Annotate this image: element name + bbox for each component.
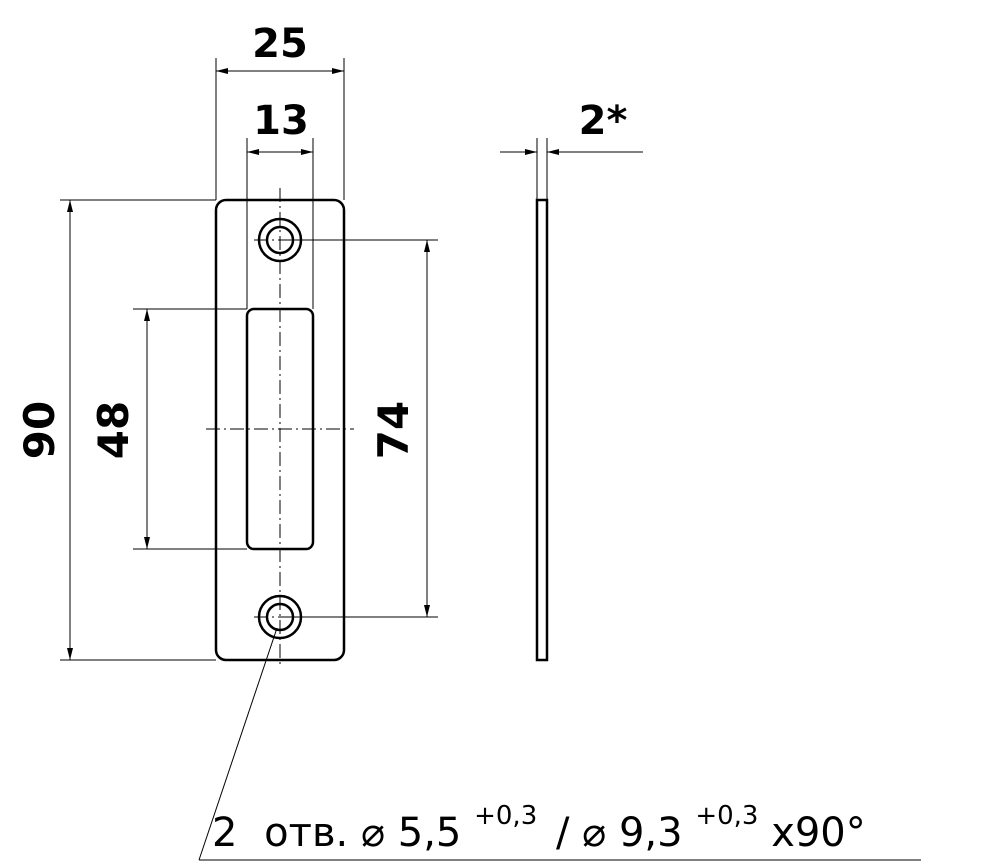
dim-total-height-label: 90 [15, 401, 64, 459]
front-view [206, 188, 354, 668]
dim-slot-width: 13 [246, 98, 314, 309]
note-dia1: 5,5 [398, 810, 462, 856]
hole-note: 2 отв. ⌀ 5,5 +0,3 / ⌀ 9,3 +0,3 x90° [212, 788, 866, 856]
note-tol1: +0,3 [474, 801, 537, 831]
side-view [535, 198, 549, 662]
dim-total-height: 90 [15, 199, 216, 661]
diameter-symbol-1: ⌀ [361, 810, 385, 856]
dim-thickness-label: 2* [579, 98, 628, 144]
diameter-symbol-2: ⌀ [582, 810, 606, 856]
dim-hole-spacing: 74 [280, 239, 438, 618]
dim-slot-width-label: 13 [253, 98, 309, 144]
note-count: 2 [212, 810, 237, 856]
side-plate-outline [535, 198, 549, 662]
note-tol2: +0,3 [695, 801, 758, 831]
note-dia2: 9,3 [619, 810, 683, 856]
note-angle: x90° [771, 810, 866, 856]
note-abbrev: отв. [264, 810, 348, 856]
note-separator: / [556, 810, 570, 856]
hole-callout: 2 отв. ⌀ 5,5 +0,3 / ⌀ 9,3 +0,3 x90° [198, 627, 921, 861]
dim-slot-height-label: 48 [89, 401, 138, 459]
dim-slot-height: 48 [89, 308, 247, 550]
dim-total-width-label: 25 [252, 21, 308, 67]
dim-thickness: 2* [500, 98, 643, 200]
dim-hole-spacing-label: 74 [369, 401, 418, 459]
dim-total-width: 25 [215, 21, 345, 200]
leader-line [198, 627, 278, 861]
